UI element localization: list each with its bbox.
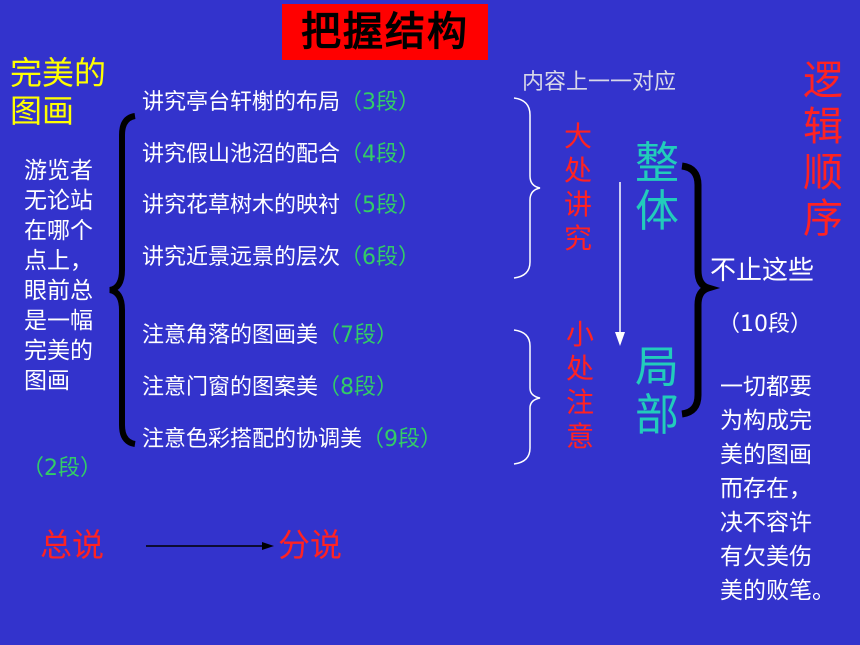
left-heading: 完美的 图画: [10, 54, 106, 130]
desc-line: 完美的: [24, 338, 93, 364]
left-para-label: （2段）: [22, 456, 102, 481]
part-label: 局部: [635, 342, 679, 441]
small-detail-label: 小处注意: [565, 318, 594, 453]
conclusion-text: 一切都要 为构成完 美的图画 而存在， 决不容许 有欠美伤 美的败笔。: [720, 374, 835, 604]
title-background: [282, 4, 488, 60]
desc-line: 是一幅: [24, 308, 93, 334]
desc-line: 点上，: [24, 248, 93, 274]
group1-item: 讲究亭台轩榭的布局（3段）: [142, 90, 421, 115]
group1-item: 讲究近景远景的层次（6段）: [142, 245, 421, 270]
desc-line: 眼前总: [24, 278, 93, 304]
group1-bracket: [513, 97, 541, 279]
not-only-label: 不止这些: [710, 256, 815, 286]
left-heading-line2: 图画: [10, 92, 75, 130]
down-arrow-head: [615, 332, 625, 346]
group2-bracket: [513, 329, 541, 465]
general-label: 总说: [40, 526, 105, 564]
group2-item: 注意色彩搭配的协调美（9段）: [142, 427, 443, 452]
left-description: 游览者 无论站 在哪个 点上， 眼前总 是一幅 完美的 图画: [24, 156, 120, 396]
right-brace: [681, 162, 721, 418]
desc-line: 图画: [24, 368, 70, 394]
left-heading-line1: 完美的: [10, 54, 107, 92]
big-detail-label: 大处讲究: [563, 120, 592, 255]
logic-order-label: 逻辑顺序: [803, 58, 843, 242]
group1-item: 讲究假山池沼的配合（4段）: [142, 142, 421, 167]
left-brace: [109, 113, 136, 447]
general-to-detail-arrowhead: [262, 542, 274, 550]
group1-item: 讲究花草树木的映衬（5段）: [142, 193, 421, 218]
whole-label: 整体: [635, 138, 679, 237]
group2-item: 注意角落的图画美（7段）: [142, 323, 399, 348]
correspondence-label: 内容上一一对应: [522, 70, 677, 95]
desc-line: 无论站: [24, 188, 93, 214]
group2-item: 注意门窗的图案美（8段）: [142, 375, 399, 400]
para10-label: （10段）: [718, 312, 812, 337]
desc-line: 游览者: [24, 158, 93, 184]
detail-label: 分说: [278, 526, 343, 564]
page-title: 把握结构: [301, 9, 469, 55]
desc-line: 在哪个: [24, 218, 93, 244]
